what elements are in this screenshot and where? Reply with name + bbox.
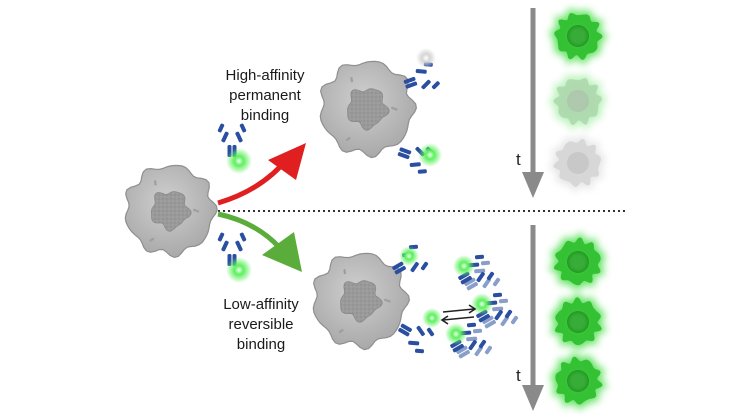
fluorescent-cell-readout xyxy=(549,232,605,290)
free-antibody-fluorescent xyxy=(217,123,252,174)
label-line: reversible xyxy=(228,316,294,333)
bound-antibody xyxy=(392,244,429,275)
time-label-bottom: t xyxy=(516,366,521,385)
label-line: Low-affinity xyxy=(223,296,299,313)
label-line: High-affinity xyxy=(225,67,305,84)
low-affinity-arrow xyxy=(217,211,302,272)
fluorescent-cell-readout xyxy=(548,74,607,130)
high-affinity-bound-cell xyxy=(319,60,418,159)
high-affinity-arrow xyxy=(217,143,306,206)
time-label-top: t xyxy=(516,150,521,169)
high-affinity-label: High-affinity permanent binding xyxy=(200,66,330,126)
dissociated-antibody xyxy=(471,292,519,329)
low-affinity-label: Low-affinity reversible binding xyxy=(196,295,326,355)
free-antibody-fluorescent xyxy=(217,232,252,283)
fluorescence-readouts xyxy=(548,8,608,409)
reversible-equilibrium-arrow xyxy=(440,304,477,325)
time-arrow-bottom xyxy=(522,225,544,411)
dissociated-antibody xyxy=(453,254,501,291)
dissociated-antibody xyxy=(445,322,493,359)
time-arrow-top xyxy=(522,8,544,198)
low-affinity-bound-cell xyxy=(312,252,411,351)
fluorescent-cell-readout xyxy=(550,292,607,350)
fluorescent-cell-readout xyxy=(551,352,608,409)
label-line: binding xyxy=(240,107,290,124)
fluorescent-cell-readout xyxy=(548,134,606,192)
bound-antibody xyxy=(398,308,442,354)
bound-antibody xyxy=(397,143,442,174)
initial-cell xyxy=(124,164,218,259)
label-line: binding xyxy=(236,336,286,353)
label-line: permanent xyxy=(229,87,301,104)
bound-antibody xyxy=(403,48,440,90)
fluorescent-cell-readout xyxy=(549,8,608,65)
